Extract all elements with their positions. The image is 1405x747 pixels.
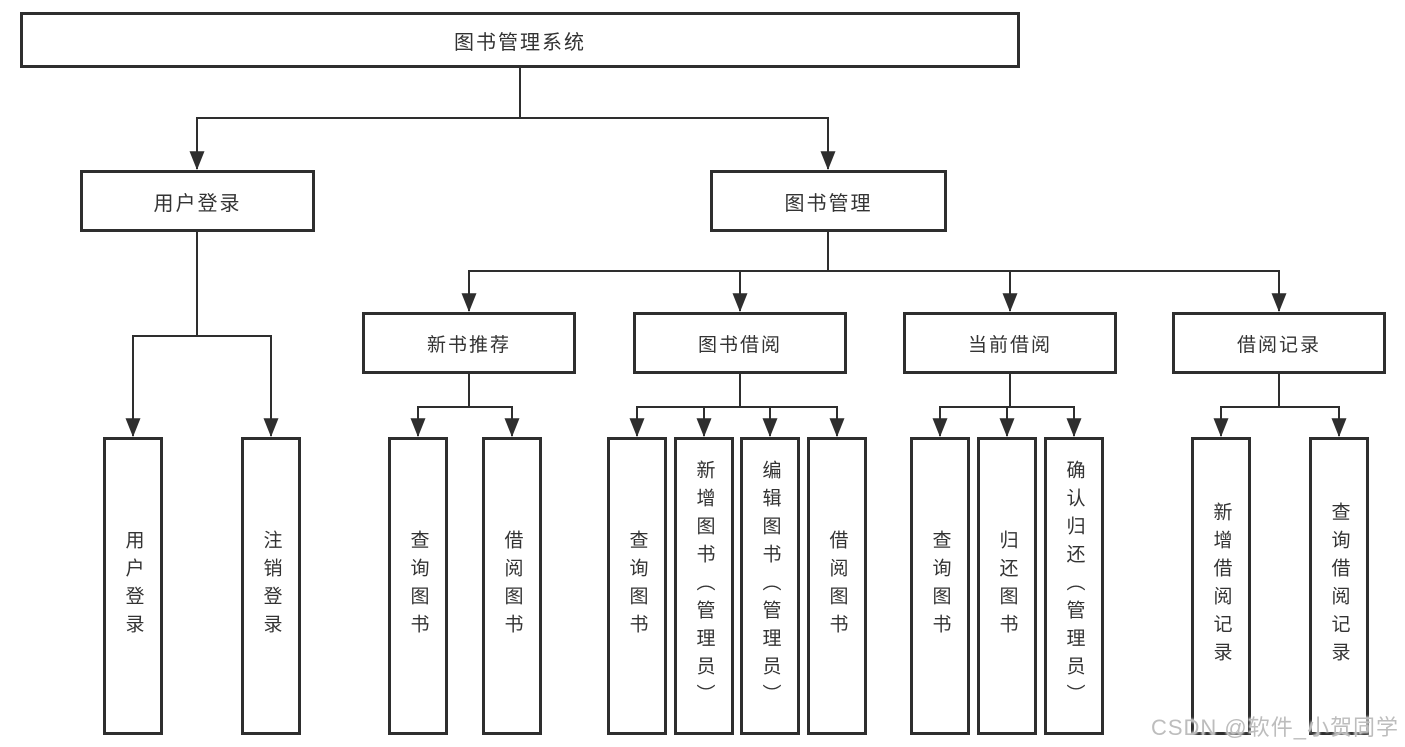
leaf-current-confirm-return-admin-label: 确认归还（管理员） xyxy=(1063,460,1085,712)
leaf-current-return-books-label: 归还图书 xyxy=(996,530,1018,642)
leaf-borrow-borrow-books-label: 借阅图书 xyxy=(826,530,848,642)
leaf-user-login-label: 用户登录 xyxy=(122,530,144,642)
node-user-login-module-label: 用户登录 xyxy=(153,192,242,215)
csdn-watermark: CSDN @软件_小贺同学 xyxy=(1150,715,1399,740)
leaf-logout: 注销登录 xyxy=(241,437,301,735)
leaf-current-return-books: 归还图书 xyxy=(977,437,1037,735)
leaf-recommend-borrow-books-label: 借阅图书 xyxy=(501,530,523,642)
node-book-management-module: 图书管理 xyxy=(710,170,947,232)
leaf-borrow-edit-books-admin: 编辑图书（管理员） xyxy=(740,437,800,735)
leaf-records-add-record: 新增借阅记录 xyxy=(1191,437,1251,735)
node-current-borrow-label: 当前借阅 xyxy=(967,334,1052,356)
leaf-recommend-query-books-label: 查询图书 xyxy=(407,530,429,642)
node-user-login-module: 用户登录 xyxy=(80,170,315,232)
node-root-system-label: 图书管理系统 xyxy=(454,31,586,54)
leaf-records-query-record-label: 查询借阅记录 xyxy=(1328,502,1350,670)
leaf-user-login: 用户登录 xyxy=(103,437,163,735)
node-borrow-records-label: 借阅记录 xyxy=(1236,334,1321,356)
node-current-borrow: 当前借阅 xyxy=(903,312,1117,374)
node-new-book-recommend: 新书推荐 xyxy=(362,312,576,374)
leaf-borrow-edit-books-admin-label: 编辑图书（管理员） xyxy=(759,460,781,712)
node-new-book-recommend-label: 新书推荐 xyxy=(426,334,511,356)
connector-segments xyxy=(125,68,1347,437)
leaf-records-add-record-label: 新增借阅记录 xyxy=(1210,502,1232,670)
leaf-recommend-query-books: 查询图书 xyxy=(388,437,448,735)
leaf-borrow-add-books-admin: 新增图书（管理员） xyxy=(674,437,734,735)
node-book-borrow-label: 图书借阅 xyxy=(697,334,782,356)
node-borrow-records: 借阅记录 xyxy=(1172,312,1386,374)
node-root-system: 图书管理系统 xyxy=(20,12,1020,68)
leaf-borrow-query-books-label: 查询图书 xyxy=(626,530,648,642)
node-book-borrow: 图书借阅 xyxy=(633,312,847,374)
leaf-current-confirm-return-admin: 确认归还（管理员） xyxy=(1044,437,1104,735)
node-book-management-module-label: 图书管理 xyxy=(784,192,873,215)
leaf-borrow-borrow-books: 借阅图书 xyxy=(807,437,867,735)
leaf-logout-label: 注销登录 xyxy=(260,530,282,642)
leaf-current-query-books-label: 查询图书 xyxy=(929,530,951,642)
leaf-records-query-record: 查询借阅记录 xyxy=(1309,437,1369,735)
leaf-borrow-add-books-admin-label: 新增图书（管理员） xyxy=(693,460,715,712)
leaf-current-query-books: 查询图书 xyxy=(910,437,970,735)
leaf-borrow-query-books: 查询图书 xyxy=(607,437,667,735)
leaf-recommend-borrow-books: 借阅图书 xyxy=(482,437,542,735)
